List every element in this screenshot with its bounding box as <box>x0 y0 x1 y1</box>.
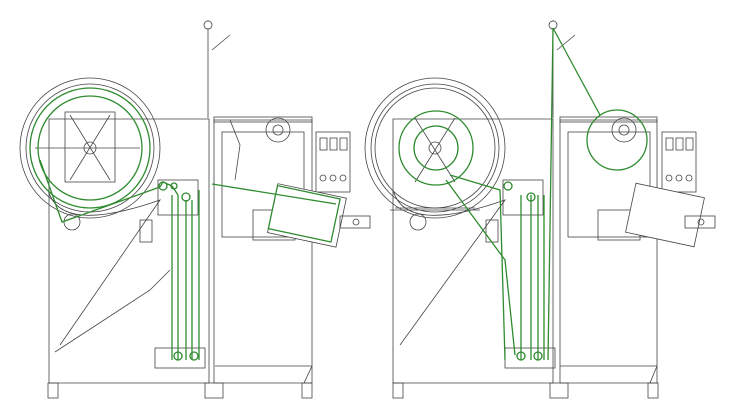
control-panel <box>661 131 697 193</box>
control-panel <box>315 131 351 193</box>
machine-right <box>364 20 716 399</box>
thread-path-right <box>398 27 648 361</box>
machine-left <box>19 20 371 399</box>
thread-path-left <box>29 87 341 361</box>
